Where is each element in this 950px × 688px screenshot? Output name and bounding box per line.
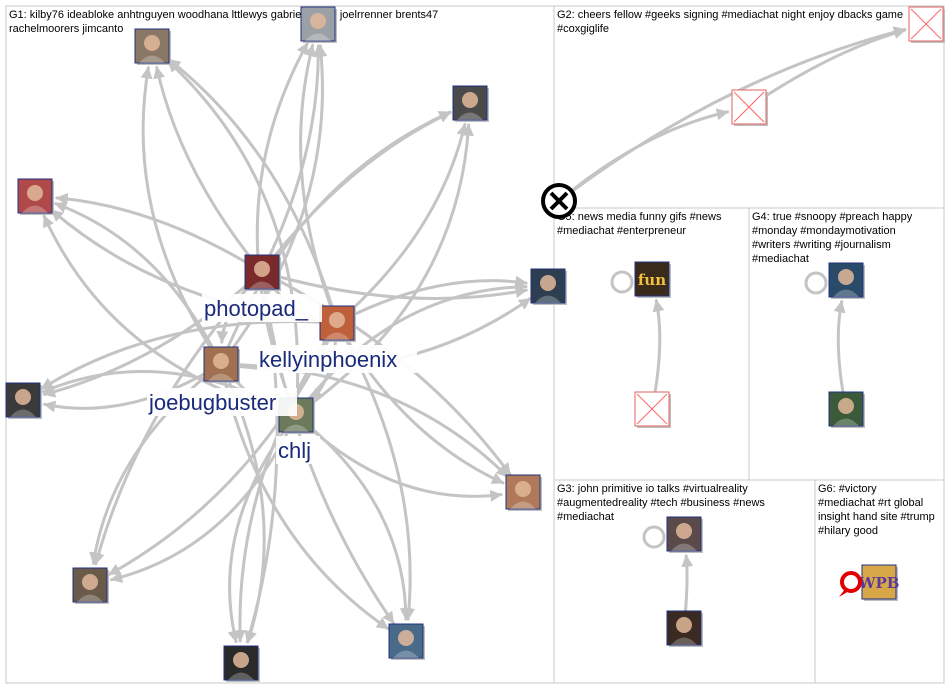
group-title-g2-line-1: G2: cheers fellow #geeks signing #mediac… [557, 9, 903, 21]
node-g1-bottom-mid[interactable] [224, 646, 260, 682]
group-title-g4-line-3: #writers #writing #journalism [752, 239, 891, 251]
node-label-photopad[interactable]: photopad_ [204, 296, 309, 321]
group-title-g1-line-1: G1: kilby76 ideabloke anhtnguyen woodhan… [9, 9, 438, 21]
node-g1-bottom-right[interactable] [389, 624, 425, 660]
node-g6-logo[interactable]: WPB [858, 565, 900, 601]
avatar-face [515, 481, 531, 497]
node-photopad_[interactable] [245, 255, 281, 291]
edge-45 [749, 30, 905, 107]
avatar-face [144, 35, 160, 51]
avatar-face [15, 389, 31, 405]
group-title-g5-line-1: G5: news media funny gifs #news [557, 211, 722, 223]
node-g5-fun[interactable]: fun [635, 262, 671, 298]
group-title-g2-line-2: #coxgiglife [557, 23, 609, 35]
node-g2-circle[interactable] [543, 185, 575, 217]
edge-11 [301, 45, 337, 323]
group-title-g1: G1: kilby76 ideabloke anhtnguyen woodhan… [9, 9, 441, 35]
node-g1-bottom-left[interactable] [73, 568, 109, 604]
node-g1-top-right[interactable] [453, 86, 489, 122]
location-marker-icon [839, 573, 860, 597]
node-g2-x-mid[interactable] [732, 90, 768, 126]
node-g3-man[interactable] [667, 517, 703, 553]
avatar-face [254, 261, 270, 277]
group-title-g3-line-1: G3: john primitive io talks #virtualreal… [557, 483, 748, 495]
node-g5-x[interactable] [635, 392, 671, 428]
group-title-g4-line-1: G4: true #snoopy #preach happy [752, 211, 913, 223]
avatar-face [233, 652, 249, 668]
avatar-face [82, 574, 98, 590]
group-title-g6-line-4: #hilary good [818, 525, 878, 537]
node-kellyinphoenix[interactable] [320, 306, 356, 342]
avatar-face [676, 523, 692, 539]
group-title-g5-line-2: #mediachat #enterpreneur [557, 225, 686, 237]
edge-15 [337, 281, 526, 323]
node-g1-left-bw[interactable] [6, 383, 42, 419]
self-loop-g5-fun [612, 272, 632, 292]
node-g2-x-right[interactable] [909, 7, 945, 43]
node-g3-dark[interactable] [667, 611, 703, 647]
avatar-face [676, 617, 692, 633]
group-title-g4-line-4: #mediachat [752, 253, 809, 265]
avatar-face [540, 275, 556, 291]
group-title-g2: G2: cheers fellow #geeks signing #mediac… [557, 9, 906, 35]
logo-text: WPB [858, 574, 900, 592]
group-title-g3-line-3: #mediachat [557, 511, 614, 523]
node-joebugbuster[interactable] [204, 347, 240, 383]
group-box-g5 [554, 208, 749, 480]
group-title-g5: G5: news media funny gifs #news #mediach… [557, 211, 725, 237]
self-loop-g4-woman [806, 273, 826, 293]
group-title-g6-line-3: insight hand site #trump [818, 511, 935, 523]
group-title-g6-line-1: G6: #victory [818, 483, 877, 495]
edge-44 [559, 112, 728, 201]
node-label-chlj[interactable]: chlj [278, 438, 311, 463]
node-g4-woman[interactable] [829, 263, 865, 299]
logo-text: fun [638, 271, 666, 289]
avatar-face [838, 398, 854, 414]
group-title-g6-line-2: #mediachat #rt global [818, 497, 923, 509]
group-title-g3: G3: john primitive io talks #virtualreal… [557, 483, 768, 523]
avatar-face [838, 269, 854, 285]
group-title-g3-line-2: #augmentedreality #tech #business #news [557, 497, 765, 509]
group-title-g6: G6: #victory #mediachat #rt global insig… [818, 483, 938, 537]
node-g1-right-woman[interactable] [506, 475, 542, 511]
node-g1-right-suit[interactable] [531, 269, 567, 305]
avatar-face [462, 92, 478, 108]
group-title-g4-line-2: #monday #mondaymotivation [752, 225, 896, 237]
group-title-g1-line-2: rachelmoorers jimcanto [9, 23, 123, 35]
node-g1-top-left[interactable] [135, 29, 171, 65]
node-label-kellyinphoenix[interactable]: kellyinphoenix [259, 347, 397, 372]
node-g4-city[interactable] [829, 392, 865, 428]
avatar-face [398, 630, 414, 646]
avatar-face [329, 312, 345, 328]
node-label-joebugbuster[interactable]: joebugbuster [148, 390, 276, 415]
avatar-face [213, 353, 229, 369]
node-g1-top-mid[interactable] [301, 7, 337, 43]
avatar-face [310, 13, 326, 29]
group-title-g4: G4: true #snoopy #preach happy #monday #… [752, 211, 915, 265]
self-loop-g3-man [644, 527, 664, 547]
node-g1-left-woman[interactable] [18, 179, 54, 215]
avatar-face [27, 185, 43, 201]
